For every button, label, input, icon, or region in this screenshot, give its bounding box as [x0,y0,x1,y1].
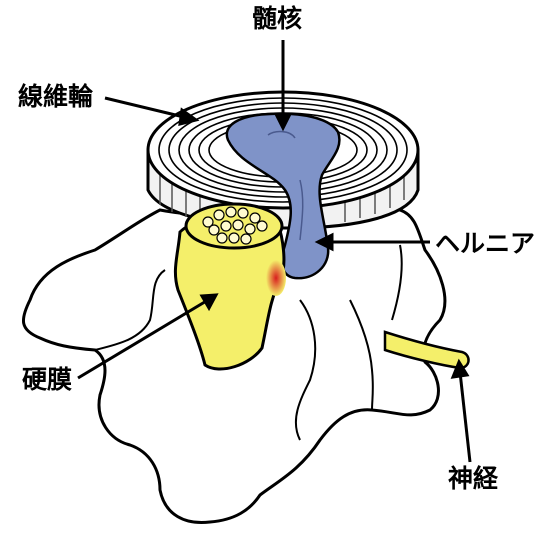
annulus-label: 線維輪 [18,84,93,109]
annulus-arrow [105,98,188,118]
hernia-label: ヘルニア [435,231,535,256]
compression-area [266,260,286,296]
nerve-arrow [460,372,470,462]
nerve-label: 神経 [448,466,498,491]
nucleus-label: 髄核 [252,6,302,31]
dura-label: 硬膜 [22,367,72,392]
